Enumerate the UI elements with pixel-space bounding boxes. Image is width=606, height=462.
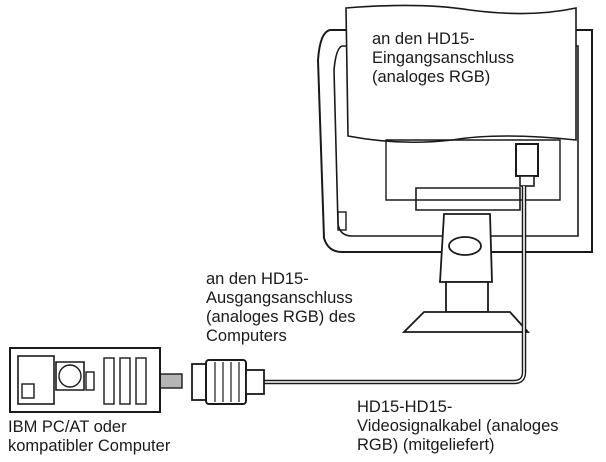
monitor-cable bbox=[262, 143, 539, 385]
cable-holder bbox=[415, 187, 521, 211]
computer bbox=[9, 347, 161, 413]
label-line: an den HD15- bbox=[372, 30, 475, 48]
label-line: HD15-HD15- bbox=[357, 398, 453, 416]
label-line: Videosignalkabel (analoges bbox=[357, 417, 559, 435]
monitor-top-cover bbox=[345, 4, 577, 144]
computer-label: IBM PC/AT oder kompatibler Computer bbox=[8, 418, 170, 456]
hd15-output-port bbox=[85, 371, 95, 391]
monitor-input-label: an den HD15- Eingangsanschluss (analoges… bbox=[372, 30, 514, 87]
monitor-rear bbox=[316, 4, 593, 333]
stand-mount-plate bbox=[385, 139, 561, 201]
label-line: Ausgangsanschluss bbox=[206, 289, 353, 307]
label-line: (analoges RGB) des bbox=[206, 308, 356, 326]
stand-column bbox=[445, 281, 489, 313]
label-line: an den HD15- bbox=[206, 270, 309, 288]
label-line: Eingangsanschluss bbox=[372, 49, 515, 67]
cable-label: HD15-HD15- Videosignalkabel (analoges RG… bbox=[357, 398, 559, 455]
label-line: RGB) (mitgeliefert) bbox=[357, 436, 495, 454]
label-line: IBM PC/AT oder bbox=[8, 418, 127, 436]
label-line: Computers bbox=[206, 327, 287, 345]
computer-output-label: an den HD15- Ausgangsanschluss (analoges… bbox=[206, 270, 356, 346]
stand-neck bbox=[439, 213, 493, 283]
side-slot bbox=[337, 211, 347, 231]
label-line: kompatibler Computer bbox=[8, 437, 171, 455]
stand-base bbox=[401, 311, 531, 333]
monitor-hd15-connector bbox=[515, 143, 539, 177]
label-line: (analoges RGB) bbox=[372, 68, 491, 86]
power-button bbox=[21, 383, 35, 399]
computer-plug bbox=[191, 359, 265, 405]
stand-knob bbox=[448, 236, 482, 256]
